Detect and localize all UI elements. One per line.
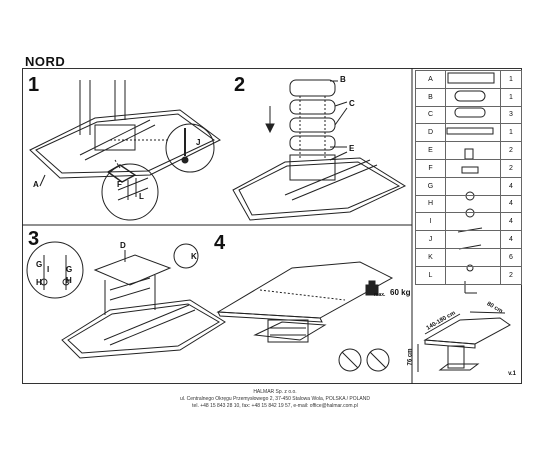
part-picture (445, 230, 501, 249)
dimension-drawing (417, 311, 511, 372)
part-letter: A (415, 70, 446, 89)
part-picture (445, 87, 501, 107)
label-g-right: G (66, 265, 73, 274)
step4-table (216, 261, 394, 372)
step-number-1: 1 (28, 74, 40, 96)
part-picture (445, 123, 501, 143)
instruction-frame (22, 68, 522, 384)
part-quantity: 4 (500, 176, 522, 196)
part-quantity: 6 (500, 247, 522, 267)
label-e: E (349, 144, 355, 153)
step-number-2: 2 (234, 74, 246, 96)
part-quantity: 4 (500, 230, 522, 249)
label-k: K (191, 252, 197, 261)
part-letter: B (415, 87, 446, 107)
footer-company: HALMAR Sp. z o.o. (253, 389, 297, 395)
part-letter: F (415, 158, 446, 178)
part-picture (445, 265, 501, 285)
part-quantity: 1 (500, 123, 522, 143)
part-picture (445, 194, 501, 214)
part-letter: L (415, 265, 446, 285)
part-quantity: 2 (500, 158, 522, 178)
step2-stack (265, 79, 348, 161)
part-quantity: 4 (500, 212, 522, 232)
step1-tabletop (29, 80, 221, 187)
label-h-right: H (66, 276, 72, 285)
label-b: B (340, 75, 346, 84)
label-l: L (139, 192, 144, 201)
part-picture (445, 212, 501, 232)
step2-tabletop (232, 154, 407, 221)
part-letter: J (415, 230, 446, 249)
part-quantity: 2 (500, 141, 522, 160)
part-quantity: 3 (500, 105, 522, 125)
part-picture (445, 247, 501, 267)
step3-tabletop (26, 241, 226, 359)
part-letter: H (415, 194, 446, 214)
footer-address: ul. Centralnego Okręgu Przemysłowego 2, … (179, 396, 370, 402)
part-picture (445, 158, 501, 178)
weight-value: 60 kg (390, 288, 411, 297)
part-quantity: 1 (500, 87, 522, 107)
step-number-3: 3 (28, 228, 40, 250)
part-letter: C (415, 105, 446, 125)
label-a: A (33, 180, 39, 189)
part-letter: G (415, 176, 446, 196)
label-i-left: I (47, 265, 50, 274)
part-quantity: 1 (500, 70, 522, 89)
part-picture (445, 70, 501, 89)
part-quantity: 4 (500, 194, 522, 214)
label-j: J (196, 138, 201, 147)
label-h-left: H (36, 278, 42, 287)
label-f: F (117, 180, 122, 189)
part-letter: E (415, 141, 446, 160)
label-g-left: G (36, 260, 43, 269)
part-letter: K (415, 247, 446, 267)
step1-zoom-circles (101, 123, 215, 221)
step-number-4: 4 (214, 232, 226, 254)
dimension-height: 76 cm (407, 348, 414, 366)
version-label: v.1 (508, 371, 516, 377)
part-letter: D (415, 123, 446, 143)
footer-contact: tel. +48 15 843 28 10, fax: +48 15 842 1… (192, 403, 358, 409)
weight-label: max. (374, 292, 386, 298)
part-picture (445, 176, 501, 196)
label-c: C (349, 99, 355, 108)
part-picture (445, 141, 501, 160)
part-letter: I (415, 212, 446, 232)
page-title: NORD (25, 54, 66, 69)
part-picture (445, 105, 501, 125)
part-quantity: 2 (500, 265, 522, 285)
label-d: D (120, 241, 126, 250)
